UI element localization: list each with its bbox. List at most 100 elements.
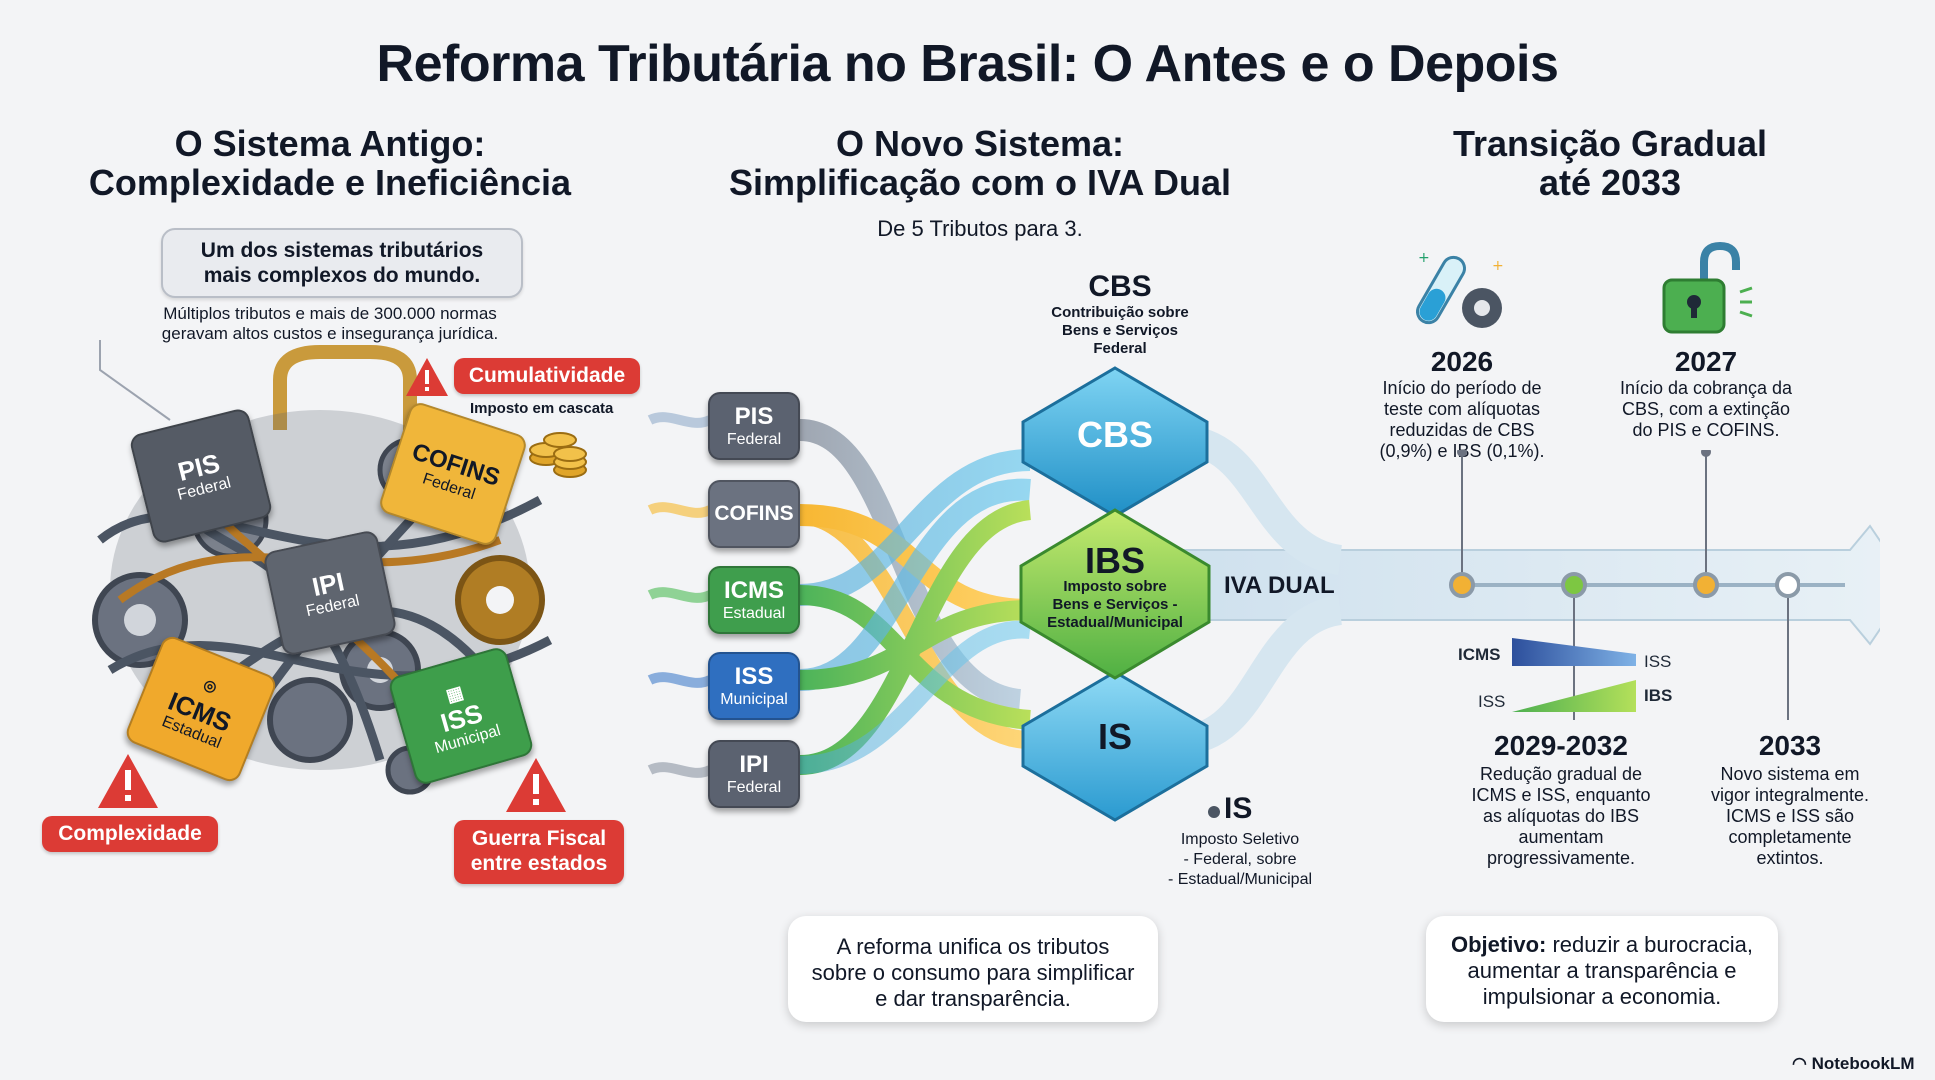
flow-tile-iss-scope: Municipal	[720, 691, 788, 708]
flow-tile-iss-name: ISS	[734, 663, 774, 690]
flow-tile-icms-scope: Estadual	[722, 605, 786, 622]
old-system-heading: O Sistema Antigo: Complexidade e Inefici…	[60, 124, 600, 202]
ibs-hexagon	[1019, 508, 1211, 680]
year-2033-desc-line5: extintos.	[1756, 848, 1824, 868]
guerra-fiscal-line1: Guerra Fiscal	[471, 827, 607, 850]
notebooklm-logo-icon: ◠	[1792, 1054, 1807, 1073]
flow-tile-pis: PIS Federal	[708, 392, 800, 460]
guerra-fiscal-badge: Guerra Fiscal entre estados	[454, 820, 624, 884]
icms-iss-decline-wedge	[1512, 638, 1636, 666]
wedge-ibs-label: IBS	[1644, 686, 1673, 705]
old-system-heading-line1: O Sistema Antigo:	[174, 123, 486, 164]
objective-line2: aumentar a transparência e	[1467, 958, 1737, 983]
flow-tile-ipi-name: IPI	[739, 751, 769, 778]
old-tile-ipi-scope: Federal	[304, 592, 362, 621]
notebooklm-label: NotebookLM	[1811, 1054, 1915, 1073]
callout-leader-line	[99, 340, 171, 421]
cumulatividade-badge: Cumulatividade	[454, 358, 640, 394]
old-system-heading-line2: Complexidade e Ineficiência	[88, 162, 572, 203]
wedge-iss-right-label: ISS	[1644, 652, 1672, 671]
objective-card: Objetivo: reduzir a burocracia, aumentar…	[1426, 916, 1778, 1022]
cbs-desc-line1: Contribuição sobre	[1051, 304, 1189, 321]
year-2026: 2026	[1430, 346, 1494, 377]
is-hexagon	[1021, 670, 1209, 822]
cbs-hex-label: CBS	[1076, 414, 1153, 455]
year-2027-desc-line3: do PIS e COFINS.	[1632, 420, 1780, 440]
new-system-heading: O Novo Sistema: Simplificação com o IVA …	[700, 124, 1260, 202]
year-2027-description: Início da cobrança da CBS, com a extinçã…	[1596, 378, 1816, 441]
objective-label: Objetivo:	[1451, 932, 1547, 957]
year-2029-2032-description: Redução gradual de ICMS e ISS, enquanto …	[1446, 764, 1676, 869]
year-2033-description: Novo sistema em vigor integralmente. ICM…	[1680, 764, 1900, 869]
year-2029-desc-line2: ICMS e ISS, enquanto	[1471, 785, 1651, 805]
warning-cumulatividade-icon	[406, 358, 448, 396]
is-desc-line2: - Federal, sobre	[1183, 851, 1297, 868]
flow-tile-ipi: IPI Federal	[708, 740, 800, 808]
cbs-title: CBS	[1088, 270, 1152, 303]
rate-wedges	[1512, 638, 1636, 712]
wedge-iss-left-label: ISS	[1478, 692, 1506, 711]
cumulatividade-subtitle: Imposto em cascata	[470, 400, 614, 417]
year-2029-desc-line4: aumentam	[1518, 827, 1604, 847]
year-2026-desc-line1: Início do período de	[1382, 378, 1542, 398]
is-desc-line1: Imposto Seletivo	[1180, 831, 1300, 848]
svg-text:+: +	[1418, 250, 1430, 266]
complexidade-badge: Complexidade	[42, 816, 218, 852]
cbs-desc-line2: Bens e Serviços	[1062, 322, 1178, 339]
marker-2029	[1561, 572, 1587, 598]
wedge-icms-label: ICMS	[1458, 645, 1501, 664]
ibs-desc-line2: Bens e Serviços -	[1052, 596, 1178, 613]
flow-tile-ipi-scope: Federal	[726, 779, 782, 796]
is-pointer-dot	[1208, 806, 1220, 818]
warning-guerra-fiscal-icon	[506, 758, 566, 812]
notebooklm-credit: ◠ NotebookLM	[1792, 1054, 1915, 1074]
year-2029-2032: 2029-2032	[1494, 730, 1628, 761]
year-2027-desc-line2: CBS, com a extinção	[1621, 399, 1791, 419]
ibs-hex-label: IBS	[1084, 540, 1145, 581]
flow-tile-cofins: COFINS	[708, 480, 800, 548]
complexity-callout: Um dos sistemas tributários mais complex…	[161, 228, 523, 298]
iva-dual-label: IVA DUAL	[1224, 572, 1335, 599]
old-system-note-line1: Múltiplos tributos e mais de 300.000 nor…	[163, 304, 497, 323]
flow-tile-icms: ICMS Estadual	[708, 566, 800, 634]
year-2033: 2033	[1758, 730, 1822, 761]
marker-2027	[1693, 572, 1719, 598]
padlock-shackle	[273, 345, 417, 430]
new-system-heading-line1: O Novo Sistema:	[835, 123, 1125, 164]
flow-tile-icms-name: ICMS	[724, 577, 784, 604]
complexity-callout-line2: mais complexos do mundo.	[203, 264, 481, 287]
year-2029-desc-line1: Redução gradual de	[1479, 764, 1643, 784]
is-desc-line3: - Estadual/Municipal	[1167, 871, 1313, 888]
page-title: Reforma Tributária no Brasil: O Antes e …	[376, 35, 1559, 93]
flow-tile-pis-name: PIS	[734, 403, 774, 430]
new-system-heading-line2: Simplificação com o IVA Dual	[728, 162, 1232, 203]
ibs-description: Imposto sobre Bens e Serviços - Estadual…	[1015, 578, 1215, 632]
year-2033-desc-line2: vigor integralmente.	[1710, 785, 1870, 805]
is-hex-label: IS	[1097, 716, 1132, 757]
objective-line1: reduzir a burocracia,	[1546, 932, 1753, 957]
ibs-desc-line1: Imposto sobre	[1063, 578, 1167, 595]
ibs-increase-wedge	[1512, 680, 1636, 712]
old-system-note-line2: geravam altos custos e insegurança juríd…	[161, 324, 499, 343]
reform-summary-card: A reforma unifica os tributos sobre o co…	[788, 916, 1158, 1022]
flow-tile-cofins-name: COFINS	[714, 502, 794, 525]
new-system-subheading: De 5 Tributos para 3.	[877, 216, 1083, 241]
transition-heading: Transição Gradual até 2033	[1380, 124, 1840, 202]
objective-line3: impulsionar a economia.	[1482, 984, 1722, 1009]
flow-tile-pis-scope: Federal	[726, 431, 782, 448]
marker-2026	[1449, 572, 1475, 598]
summary-line3: e dar transparência.	[875, 986, 1071, 1011]
guerra-fiscal-line2: entre estados	[470, 852, 608, 875]
timeline-markers	[1449, 450, 1800, 720]
year-2033-desc-line3: ICMS e ISS são	[1725, 806, 1855, 826]
transition-heading-line2: até 2033	[1538, 162, 1682, 203]
summary-line2: sobre o consumo para simplificar	[811, 960, 1135, 985]
cbs-desc-line3: Federal	[1093, 340, 1147, 357]
year-2033-desc-line1: Novo sistema em	[1720, 764, 1860, 784]
svg-text:+: +	[1492, 258, 1504, 274]
is-title: IS	[1224, 792, 1253, 825]
year-2029-desc-line3: as alíquotas do IBS	[1482, 806, 1640, 826]
transition-heading-line1: Transição Gradual	[1452, 123, 1768, 164]
year-2026-desc-line2: teste com alíquotas	[1383, 399, 1541, 419]
marker-2033	[1775, 572, 1800, 598]
